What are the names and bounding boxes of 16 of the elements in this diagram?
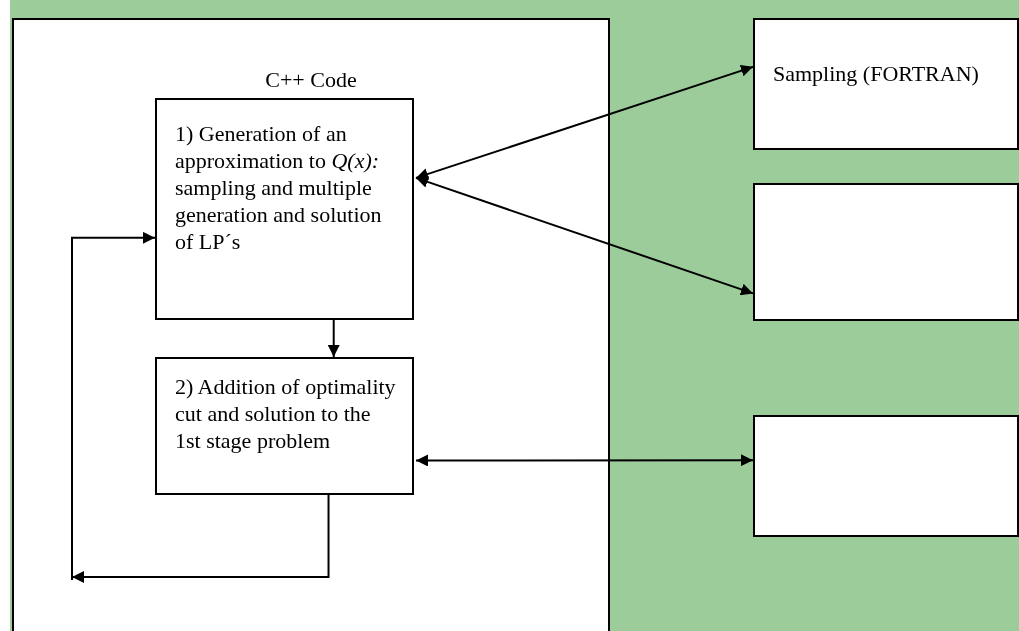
box-text: 2) Addition of optimality cut and solution to the 1st stage problem xyxy=(175,373,397,454)
arrow xyxy=(71,494,330,583)
container-box xyxy=(12,18,610,631)
process-box xyxy=(753,18,1019,150)
arrow xyxy=(327,319,340,358)
box-text: 1) Generation of an approximation to Q(x): sampling and multiple generation and solution of LP´s xyxy=(175,120,382,255)
arrow xyxy=(415,64,754,180)
empty-box xyxy=(753,415,1019,537)
container-title: C++ Code xyxy=(264,66,358,93)
arrow xyxy=(415,176,754,296)
arrow xyxy=(415,454,754,467)
arrow xyxy=(71,231,156,581)
empty-box xyxy=(753,183,1019,321)
process-box xyxy=(155,98,414,320)
process-box xyxy=(155,357,414,495)
box-text: Sampling (FORTRAN) xyxy=(773,60,980,87)
